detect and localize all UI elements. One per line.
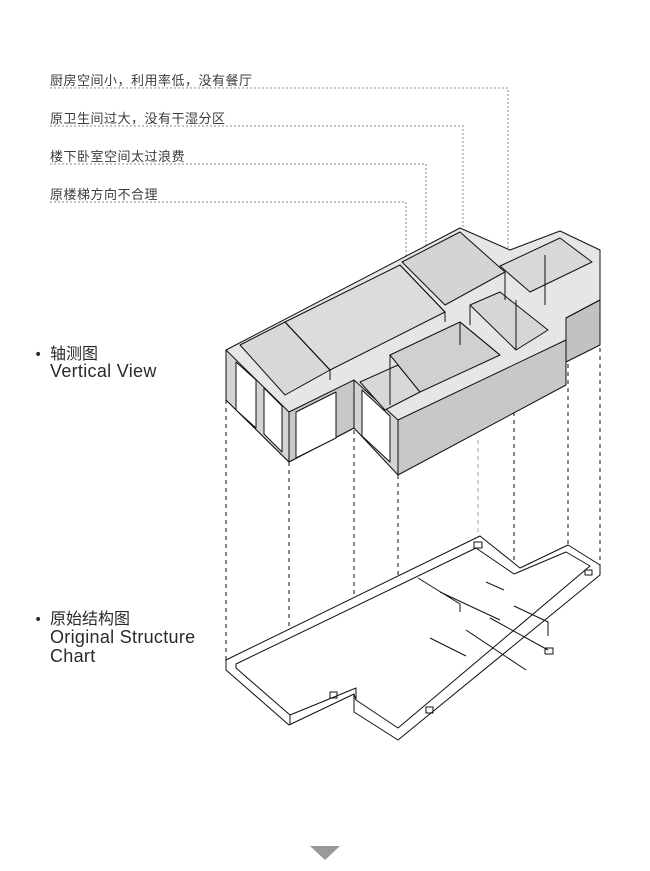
leader-line-bathroom xyxy=(50,125,464,260)
window-opening xyxy=(235,361,257,429)
plan-wall xyxy=(417,577,461,612)
plan-column xyxy=(329,691,338,699)
axonometric-title: • 轴测图 xyxy=(34,340,98,364)
interior-room xyxy=(469,291,549,351)
plan-wall xyxy=(429,637,467,657)
window-opening xyxy=(295,391,337,459)
original-title: • 原始结构图 xyxy=(34,605,130,629)
wall-line xyxy=(399,264,446,322)
bullet-icon: • xyxy=(34,347,43,363)
plan-wall xyxy=(485,581,505,591)
axonometric-title-en: Vertical View xyxy=(50,361,157,381)
plan-wall xyxy=(513,605,549,636)
annotation-bathroom: 原卫生间过大，没有干湿分区 xyxy=(50,112,226,127)
bullet-icon: • xyxy=(34,612,43,628)
axonometric-subtitle: Vertical View xyxy=(50,362,157,381)
chevron-down-icon[interactable] xyxy=(310,846,340,860)
plan-wall xyxy=(465,629,527,671)
wall-face xyxy=(565,299,601,363)
leader-line-kitchen xyxy=(50,87,509,328)
annotation-stairs: 原楼梯方向不合理 xyxy=(50,188,159,203)
axonometric-model xyxy=(225,227,601,476)
plan-column xyxy=(473,541,483,549)
wall-line xyxy=(459,321,501,356)
plan-column xyxy=(425,706,434,714)
axonometric-title-cn: 轴测图 xyxy=(50,344,99,363)
plan-column xyxy=(544,647,554,655)
wall-line xyxy=(284,321,331,380)
plan-column xyxy=(584,569,593,576)
plan-wall xyxy=(439,591,501,621)
plan-outline xyxy=(225,535,601,741)
original-title-en-line2: Chart xyxy=(50,646,96,666)
annotation-kitchen: 厨房空间小，利用率低，没有餐厅 xyxy=(50,74,253,89)
interior-room xyxy=(499,237,593,293)
plan-wall xyxy=(489,617,549,651)
window-opening xyxy=(361,389,391,463)
plan-wall xyxy=(353,693,357,701)
plan-inner-outline xyxy=(235,547,591,729)
structure-plan xyxy=(225,535,601,741)
annotation-bedroom: 楼下卧室空间太过浪费 xyxy=(50,150,186,165)
original-title-en-line1: Original Structure xyxy=(50,627,196,647)
window-opening xyxy=(263,387,283,453)
original-subtitle: Original Structure Chart xyxy=(50,628,195,666)
original-title-cn: 原始结构图 xyxy=(50,609,131,628)
wall-face xyxy=(397,339,567,476)
